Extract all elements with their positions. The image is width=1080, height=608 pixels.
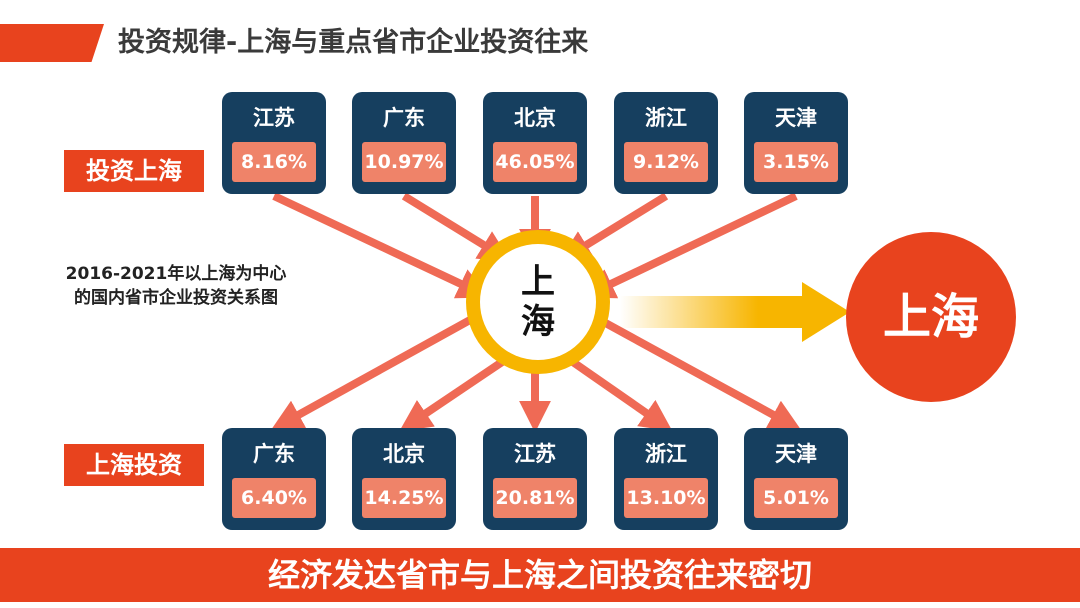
bottom-box-2: 北京 14.25% <box>352 428 456 530</box>
page-title: 投资规律-上海与重点省市企业投资往来 <box>118 27 589 58</box>
big-yellow-arrow <box>620 282 850 342</box>
center-label: 上 海 <box>480 244 596 360</box>
diagram-caption: 2016-2021年以上海为中心 的国内省市企业投资关系图 <box>24 262 328 310</box>
percent-value: 14.25% <box>362 478 446 518</box>
shanghai-circle: 上海 <box>846 232 1016 402</box>
caption-line-1: 2016-2021年以上海为中心 <box>65 264 287 284</box>
center-label-line-1: 上 <box>521 262 555 302</box>
arrow-in-5 <box>582 192 798 299</box>
bottom-box-4: 浙江 13.10% <box>614 428 718 530</box>
percent-value: 9.12% <box>624 142 708 182</box>
arrow-out-5 <box>598 316 802 431</box>
top-box-2: 广东 10.97% <box>352 92 456 194</box>
percent-value: 3.15% <box>754 142 838 182</box>
shanghai-invest-out-label: 上海投资 <box>64 444 204 486</box>
title-accent-bar <box>0 24 104 62</box>
arrow-in-1 <box>272 192 490 299</box>
province-name: 浙江 <box>645 442 687 466</box>
center-label-line-2: 海 <box>521 302 555 342</box>
arrow-out-2 <box>399 356 508 432</box>
arrow-out-1 <box>270 316 472 431</box>
province-name: 广东 <box>383 106 425 130</box>
bottom-box-1: 广东 6.40% <box>222 428 326 530</box>
top-box-1: 江苏 8.16% <box>222 92 326 194</box>
province-name: 北京 <box>514 106 556 130</box>
percent-value: 46.05% <box>493 142 577 182</box>
bottom-box-3: 江苏 20.81% <box>483 428 587 530</box>
percent-value: 5.01% <box>754 478 838 518</box>
arrow-in-4 <box>559 192 669 262</box>
invest-in-shanghai-label: 投资上海 <box>64 150 204 192</box>
province-name: 江苏 <box>253 106 295 130</box>
percent-value: 20.81% <box>493 478 577 518</box>
percent-value: 13.10% <box>624 478 708 518</box>
arrow-in-2 <box>401 192 511 262</box>
top-box-3: 北京 46.05% <box>483 92 587 194</box>
percent-value: 6.40% <box>232 478 316 518</box>
province-name: 天津 <box>775 106 817 130</box>
province-name: 天津 <box>775 442 817 466</box>
conclusion-banner: 经济发达省市与上海之间投资往来密切 <box>0 548 1080 602</box>
province-name: 浙江 <box>645 106 687 130</box>
arrow-out-4 <box>567 356 673 432</box>
top-box-4: 浙江 9.12% <box>614 92 718 194</box>
top-box-5: 天津 3.15% <box>744 92 848 194</box>
province-name: 江苏 <box>514 442 556 466</box>
percent-value: 8.16% <box>232 142 316 182</box>
province-name: 广东 <box>253 442 295 466</box>
percent-value: 10.97% <box>362 142 446 182</box>
caption-line-2: 的国内省市企业投资关系图 <box>74 288 278 308</box>
bottom-box-5: 天津 5.01% <box>744 428 848 530</box>
center-circle <box>480 244 596 360</box>
province-name: 北京 <box>383 442 425 466</box>
